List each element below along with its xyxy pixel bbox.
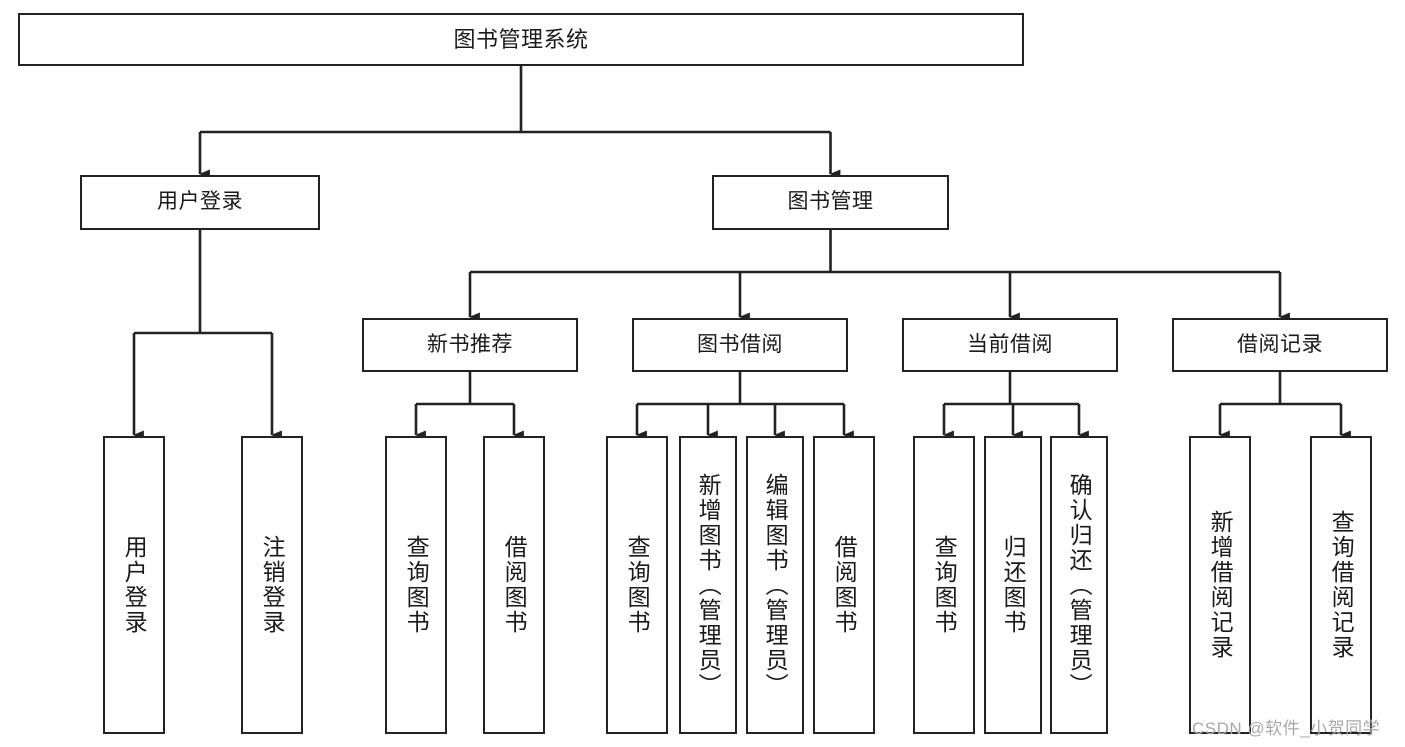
- node-label: 查询借阅记录: [1328, 510, 1355, 660]
- node-records[interactable]: 借阅记录: [1172, 318, 1388, 372]
- node-label: 用户登录: [121, 535, 148, 635]
- node-label: 图书借阅: [697, 332, 783, 356]
- node-label: 查询图书: [403, 535, 430, 635]
- node-label: 图书管理系统: [453, 26, 589, 52]
- node-label: 新增借阅记录: [1207, 510, 1234, 660]
- node-label: 确认归还（管理员）: [1066, 472, 1093, 698]
- node-l_addrec[interactable]: 新增借阅记录: [1189, 436, 1251, 734]
- node-l_q3[interactable]: 查询图书: [913, 436, 975, 734]
- node-login[interactable]: 用户登录: [80, 175, 320, 230]
- node-label: 借阅记录: [1237, 332, 1323, 356]
- node-label: 图书管理: [787, 190, 874, 214]
- node-label: 归还图书: [1000, 535, 1027, 635]
- node-label: 新书推荐: [427, 332, 513, 356]
- node-l_edit[interactable]: 编辑图书（管理员）: [746, 436, 804, 734]
- node-l_userlogin[interactable]: 用户登录: [103, 436, 165, 734]
- node-newrec[interactable]: 新书推荐: [362, 318, 578, 372]
- node-l_logout[interactable]: 注销登录: [241, 436, 303, 734]
- node-label: 当前借阅: [967, 332, 1053, 356]
- node-l_b2[interactable]: 借阅图书: [813, 436, 875, 734]
- node-l_add[interactable]: 新增图书（管理员）: [679, 436, 737, 734]
- node-label: 查询图书: [931, 535, 958, 635]
- node-l_return[interactable]: 归还图书: [984, 436, 1042, 734]
- watermark: CSDN @软件_小贺同学: [1192, 719, 1381, 738]
- node-l_qrec[interactable]: 查询借阅记录: [1310, 436, 1372, 734]
- node-label: 注销登录: [259, 535, 286, 635]
- node-label: 用户登录: [157, 190, 243, 214]
- node-label: 借阅图书: [501, 535, 528, 635]
- node-label: 查询图书: [624, 535, 651, 635]
- node-label: 编辑图书（管理员）: [762, 472, 789, 698]
- node-current[interactable]: 当前借阅: [902, 318, 1118, 372]
- node-root[interactable]: 图书管理系统: [18, 13, 1024, 66]
- node-l_b1[interactable]: 借阅图书: [483, 436, 545, 734]
- node-label: 新增图书（管理员）: [695, 472, 722, 698]
- node-l_q2[interactable]: 查询图书: [606, 436, 668, 734]
- node-borrow[interactable]: 图书借阅: [632, 318, 848, 372]
- node-bookmgmt[interactable]: 图书管理: [712, 175, 949, 230]
- node-label: 借阅图书: [831, 535, 858, 635]
- node-l_q1[interactable]: 查询图书: [385, 436, 447, 734]
- node-l_confirm[interactable]: 确认归还（管理员）: [1050, 436, 1108, 734]
